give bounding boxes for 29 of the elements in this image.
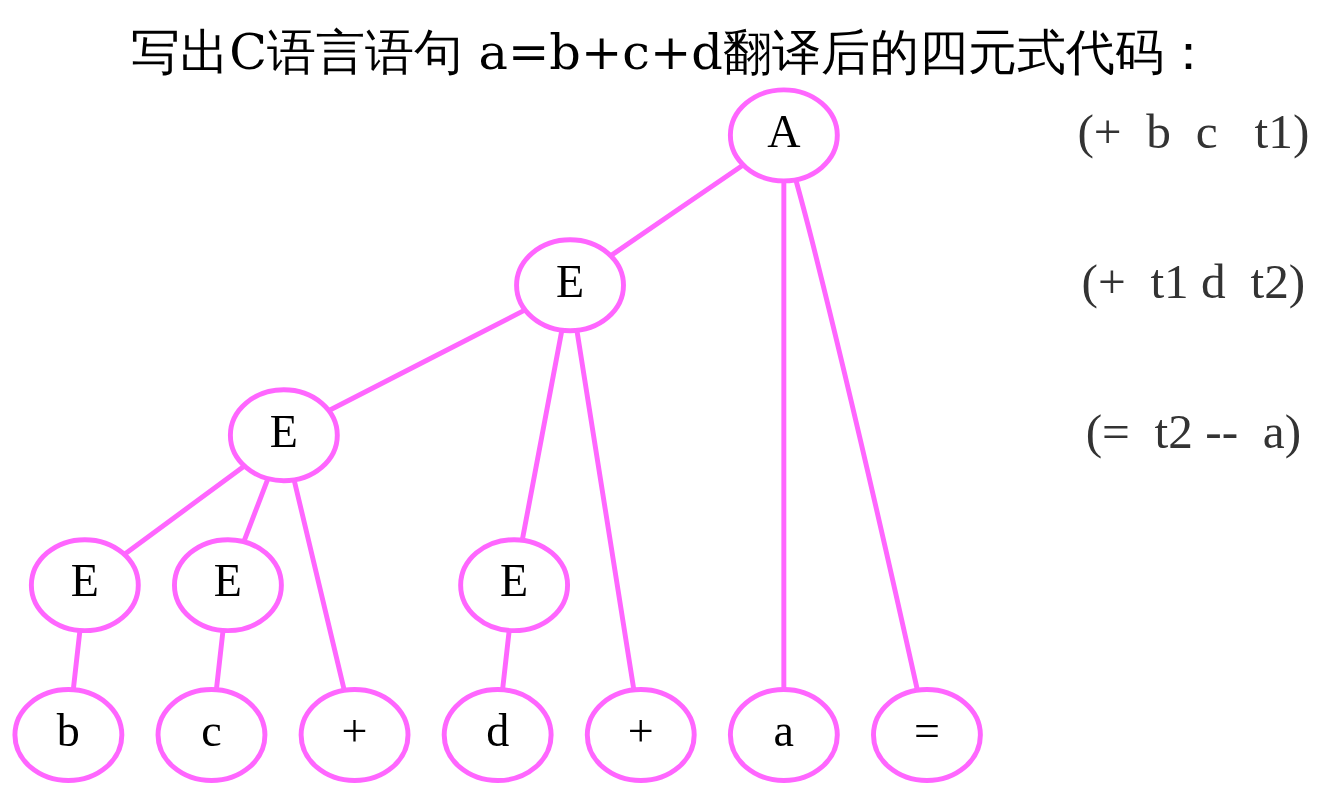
connector [327, 308, 526, 413]
connector [793, 179, 920, 691]
connector [70, 630, 83, 690]
connector [123, 464, 246, 557]
connector [574, 330, 637, 690]
label: (= t2 -- a) [1085, 403, 1302, 459]
connector [609, 162, 745, 258]
node-ellipse: E [172, 537, 284, 634]
node-ellipse: = [871, 687, 983, 783]
node-ellipse: a [727, 687, 840, 783]
node-ellipse: b [12, 687, 125, 783]
label: (+ t1 d t2) [1081, 253, 1306, 309]
connector [213, 630, 226, 690]
connector [241, 478, 270, 543]
node-ellipse: c [155, 687, 268, 783]
node-ellipse: + [298, 687, 411, 783]
node-ellipse: + [584, 687, 697, 783]
node-ellipse: E [28, 537, 141, 634]
node-ellipse: E [514, 237, 626, 334]
connector [519, 330, 565, 541]
connector [781, 180, 787, 690]
diagram-title: 写出C语言语句 a=b+c+d翻译后的四元式代码： [131, 22, 1213, 81]
node-ellipse: A [727, 87, 840, 184]
node-ellipse: E [227, 387, 340, 484]
connector [291, 479, 347, 691]
label: (+ b c t1) [1077, 103, 1310, 159]
node-ellipse: d [441, 687, 554, 783]
connector [500, 630, 512, 690]
node-ellipse: E [458, 537, 571, 634]
